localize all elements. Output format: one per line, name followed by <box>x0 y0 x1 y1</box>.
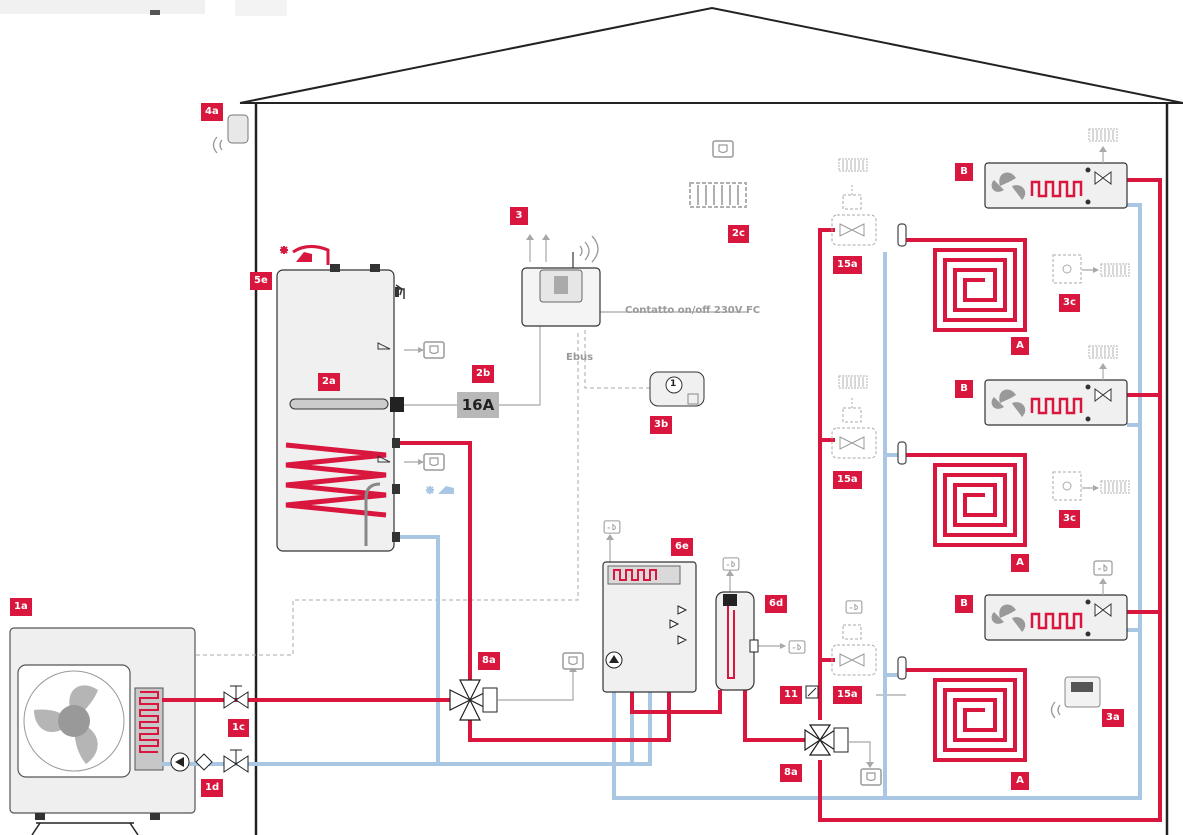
zone-sensors-3c <box>1052 254 1130 501</box>
tag-b-bot: B <box>955 595 973 613</box>
radiator-2c <box>688 140 748 209</box>
outdoor-unit-1a <box>9 627 196 835</box>
tag-3c-mid: 3c <box>1059 510 1080 528</box>
product-thumbnails <box>0 0 287 16</box>
service-valves <box>170 685 249 773</box>
tag-a-top: A <box>1011 337 1029 355</box>
fuse-16a: 16A <box>457 392 499 418</box>
sensor-11 <box>805 685 819 699</box>
tag-3: 3 <box>510 207 528 225</box>
tag-1a: 1a <box>10 598 32 616</box>
buffer-tank-6d <box>715 557 806 691</box>
tag-6d: 6d <box>765 595 788 613</box>
thermostat-3a <box>1050 676 1101 719</box>
mixing-valves-8a <box>449 652 882 786</box>
tag-5e: 5e <box>250 272 272 290</box>
tag-11: 11 <box>780 686 802 704</box>
tag-3b: 3b <box>650 416 673 434</box>
fancoil-units <box>984 128 1128 641</box>
contatto-label: Contatto on/off 230V FC <box>625 305 761 316</box>
tag-8a-lower: 8a <box>780 764 802 782</box>
tag-4a: 4a <box>201 103 223 121</box>
hydraulic-module-6e <box>602 520 697 693</box>
system-controller-3 <box>521 235 601 327</box>
tag-1d: 1d <box>201 779 224 797</box>
tag-6e: 6e <box>671 538 693 556</box>
ebus-label: Ebus <box>566 352 594 363</box>
floor-heating-loops <box>905 238 1027 762</box>
tag-2a: 2a <box>318 373 340 391</box>
tag-15a-bot: 15a <box>833 686 862 704</box>
tag-a-mid: A <box>1011 554 1029 572</box>
tag-8a-upper: 8a <box>478 652 500 670</box>
tag-b-mid: B <box>955 380 973 398</box>
house-outline <box>239 6 1183 835</box>
wireless-module-3b <box>649 371 705 407</box>
tag-3a: 3a <box>1102 709 1124 727</box>
tag-2b: 2b <box>472 365 495 383</box>
outdoor-sensor-4a <box>212 114 249 154</box>
zone-valves-15a <box>831 158 877 676</box>
tag-15a-top: 15a <box>833 256 862 274</box>
tag-a-bot: A <box>1011 772 1029 790</box>
tag-1c: 1c <box>228 719 249 737</box>
floor-connectors <box>897 223 907 680</box>
wire-arrowheads <box>418 234 1099 768</box>
wireless-number: 1 <box>670 379 677 389</box>
tag-15a-mid: 15a <box>833 471 862 489</box>
tag-b-top: B <box>955 163 973 181</box>
tag-2c: 2c <box>728 225 749 243</box>
tag-3c-top: 3c <box>1059 294 1080 312</box>
control-wiring <box>196 330 650 656</box>
dhw-tank-2a <box>276 245 454 552</box>
